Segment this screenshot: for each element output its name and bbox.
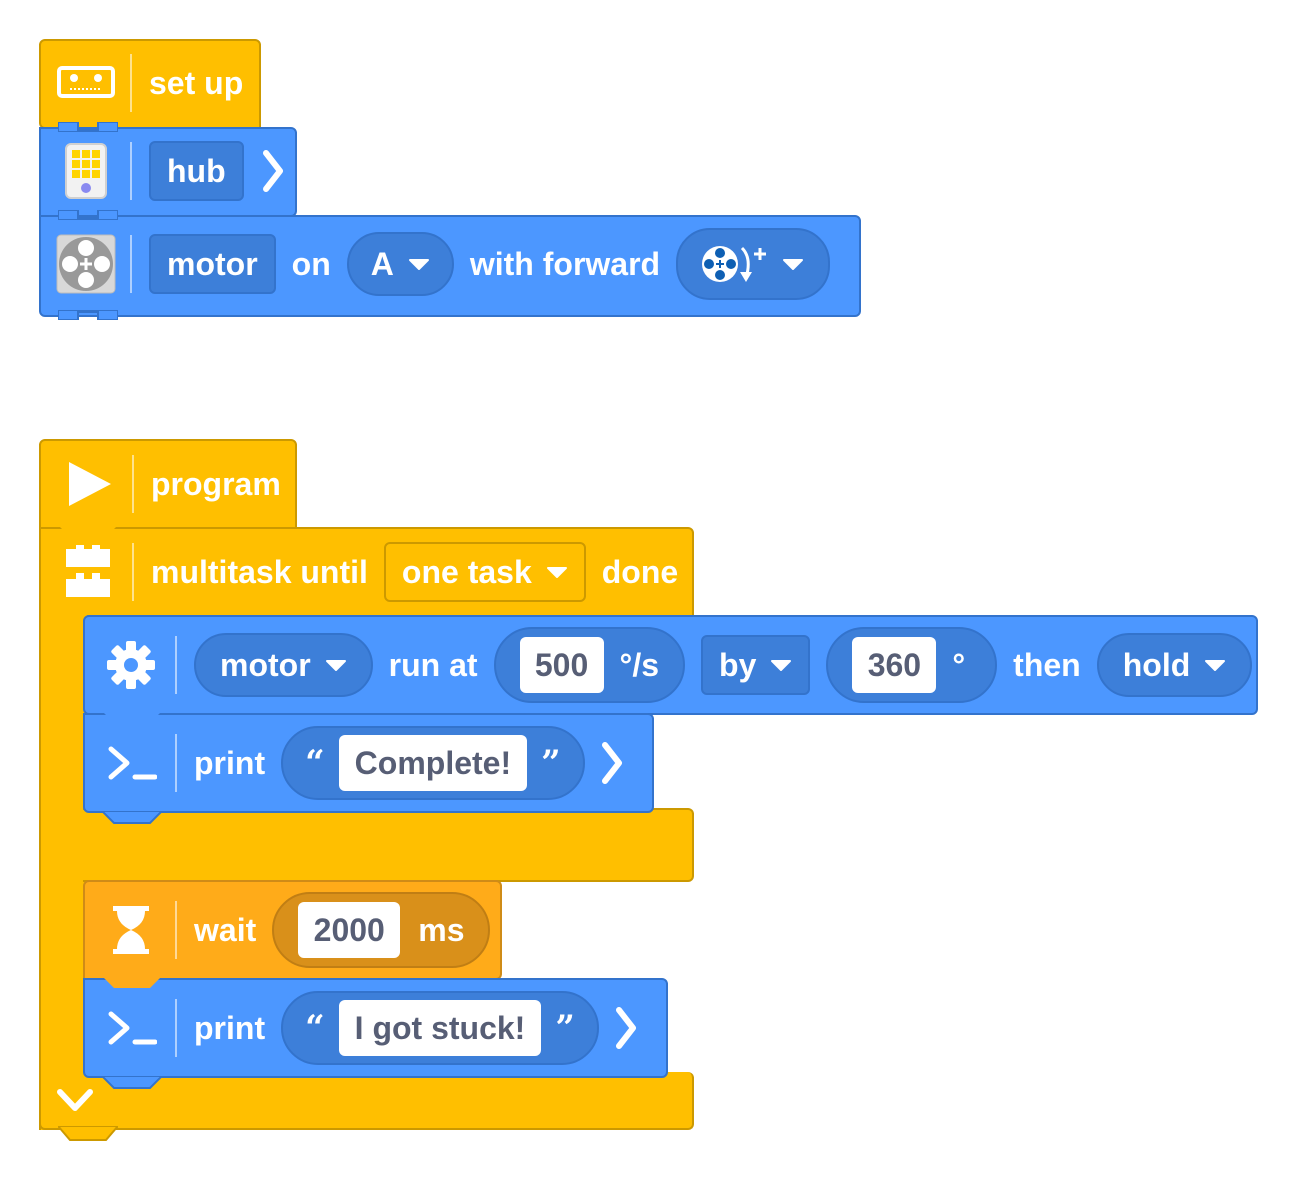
separator bbox=[175, 636, 177, 694]
separator bbox=[175, 734, 177, 792]
program-block-row: program bbox=[58, 454, 297, 514]
block-notch bbox=[102, 811, 162, 824]
chevron-right-icon[interactable] bbox=[597, 739, 627, 787]
hub-icon bbox=[56, 141, 116, 201]
string-reporter: “ Complete! ” bbox=[281, 726, 585, 800]
direction-dropdown[interactable] bbox=[676, 228, 831, 300]
then-label: then bbox=[1013, 646, 1081, 683]
terminal-icon bbox=[101, 998, 161, 1058]
print-label: print bbox=[194, 744, 266, 781]
separator bbox=[132, 543, 134, 601]
setup-label: set up bbox=[149, 64, 244, 101]
gear-icon bbox=[101, 635, 161, 695]
amount-unit: ° bbox=[952, 646, 966, 683]
separator bbox=[175, 999, 177, 1057]
block-notch bbox=[102, 711, 162, 723]
speed-input[interactable]: 500 bbox=[519, 637, 604, 693]
clockwise-rotation-icon bbox=[702, 246, 767, 282]
open-quote-icon: “ bbox=[305, 743, 325, 783]
close-quote-icon: ” bbox=[555, 1008, 575, 1048]
separator bbox=[130, 142, 132, 200]
connector-tab bbox=[57, 307, 119, 321]
multitask-mode-value: one task bbox=[401, 553, 532, 590]
port-dropdown[interactable]: A bbox=[346, 232, 454, 296]
chevron-down-icon[interactable] bbox=[56, 1086, 94, 1114]
program-label: program bbox=[151, 465, 281, 502]
connector-tab bbox=[57, 119, 119, 133]
wait-reporter: 2000 ms bbox=[272, 892, 491, 968]
setup-block-row: set up bbox=[56, 53, 259, 113]
multitask-icon bbox=[58, 542, 118, 602]
terminal-icon bbox=[101, 733, 161, 793]
separator bbox=[132, 455, 134, 513]
wait-input[interactable]: 2000 bbox=[298, 902, 401, 958]
separator bbox=[130, 54, 132, 112]
wait-unit: ms bbox=[418, 911, 465, 948]
setup-block[interactable] bbox=[39, 39, 261, 129]
multitask-until-label: multitask until bbox=[151, 553, 368, 590]
multitask-divider bbox=[83, 808, 694, 882]
amount-input[interactable]: 360 bbox=[852, 637, 937, 693]
hub-block-row: hub bbox=[56, 141, 288, 201]
caret-down-icon bbox=[546, 567, 567, 578]
play-icon bbox=[58, 454, 118, 514]
close-quote-icon: ” bbox=[541, 743, 561, 783]
motor-select-dropdown[interactable]: motor bbox=[194, 633, 373, 697]
separator bbox=[130, 235, 132, 293]
multitask-row: multitask until one task done bbox=[58, 541, 694, 603]
motor-run-row: motor run at 500 °/s by 360 ° then hold bbox=[101, 626, 1253, 704]
with-forward-label: with forward bbox=[469, 245, 661, 282]
caret-down-icon bbox=[1205, 660, 1226, 671]
connector-tab bbox=[57, 207, 119, 221]
print-row-1: print “ Complete! ” bbox=[101, 726, 627, 800]
caret-down-icon bbox=[783, 259, 804, 270]
block-notch bbox=[102, 976, 162, 988]
motor-select-value: motor bbox=[220, 646, 311, 683]
multitask-mode-dropdown[interactable]: one task bbox=[383, 542, 586, 602]
print-text-input[interactable]: I got stuck! bbox=[338, 1000, 542, 1056]
print-label: print bbox=[194, 1009, 266, 1046]
then-value: hold bbox=[1122, 646, 1191, 683]
on-label: on bbox=[291, 245, 331, 282]
speed-unit: °/s bbox=[619, 646, 660, 683]
block-notch bbox=[102, 1076, 162, 1089]
remote-controller-icon bbox=[56, 53, 116, 113]
string-reporter: “ I got stuck! ” bbox=[281, 991, 599, 1065]
run-at-label: run at bbox=[388, 646, 478, 683]
motor-setup-row: motor on A with forward bbox=[56, 228, 846, 300]
block-notch bbox=[58, 1126, 118, 1141]
caret-down-icon bbox=[771, 660, 792, 671]
speed-reporter: 500 °/s bbox=[493, 627, 686, 703]
by-value: by bbox=[719, 646, 757, 683]
by-dropdown[interactable]: by bbox=[701, 635, 811, 695]
multitask-spine bbox=[39, 612, 87, 1130]
wait-label: wait bbox=[194, 911, 257, 948]
motor-variable[interactable]: motor bbox=[149, 234, 276, 294]
separator bbox=[175, 901, 177, 959]
motor-icon bbox=[56, 234, 116, 294]
amount-reporter: 360 ° bbox=[826, 627, 998, 703]
print-text-input[interactable]: Complete! bbox=[338, 735, 528, 791]
chevron-right-icon[interactable] bbox=[258, 147, 288, 195]
port-value: A bbox=[370, 245, 394, 282]
open-quote-icon: “ bbox=[305, 1008, 325, 1048]
print-row-2: print “ I got stuck! ” bbox=[101, 991, 641, 1065]
block-notch bbox=[58, 525, 118, 537]
then-dropdown[interactable]: hold bbox=[1096, 633, 1253, 697]
chevron-right-icon[interactable] bbox=[611, 1004, 641, 1052]
wait-row: wait 2000 ms bbox=[101, 892, 506, 968]
caret-down-icon bbox=[408, 259, 429, 270]
done-label: done bbox=[601, 553, 679, 590]
hub-variable[interactable]: hub bbox=[149, 141, 244, 201]
caret-down-icon bbox=[325, 660, 346, 671]
hourglass-icon bbox=[101, 900, 161, 960]
